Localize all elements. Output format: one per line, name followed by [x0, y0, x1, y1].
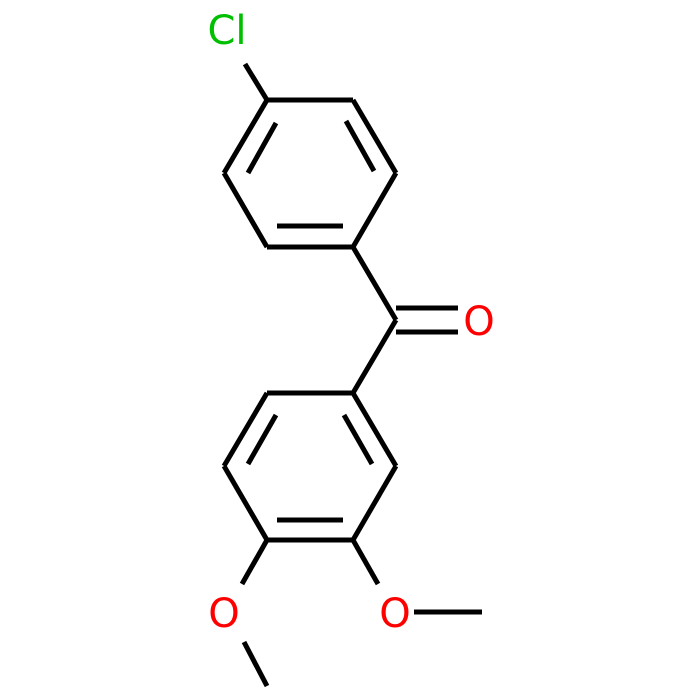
bond-carbonyl-ring2 — [350, 318, 399, 395]
bond-cl-c1 — [242, 62, 270, 102]
carbonyl-oxygen-label: O — [463, 299, 494, 345]
bond-ring1-double-a — [343, 119, 377, 173]
bond-ring1-c6-c1 — [221, 98, 270, 175]
bond-ring2-c5-c6 — [350, 464, 399, 542]
bond-ring2-c2-c3 — [221, 391, 270, 468]
atom-labels: Cl O O O — [207, 8, 494, 637]
bond-ring1-double-c — [245, 121, 279, 175]
methoxy-oxygen-para-label: O — [208, 591, 239, 637]
bond-ring2-o-meta — [350, 538, 381, 586]
bond-ring2-double-a — [245, 413, 279, 466]
chlorine-atom-label: Cl — [207, 8, 246, 54]
bond-ring1-carbonyl — [350, 245, 399, 322]
bond-o-para-methyl — [241, 640, 270, 688]
methoxy-oxygen-meta-label: O — [379, 591, 410, 637]
bond-ring1-c5-c6 — [221, 171, 270, 249]
bond-ring2-c3-c4 — [221, 464, 270, 542]
bond-ring2-double-c — [341, 413, 375, 466]
bond-ring2-o-para — [239, 538, 270, 586]
bond-lines — [221, 62, 482, 688]
bond-ring1-c2-c3 — [350, 98, 399, 175]
bond-ring1-c3-c4 — [350, 171, 399, 249]
bond-ring2-c6-c1 — [350, 391, 399, 468]
